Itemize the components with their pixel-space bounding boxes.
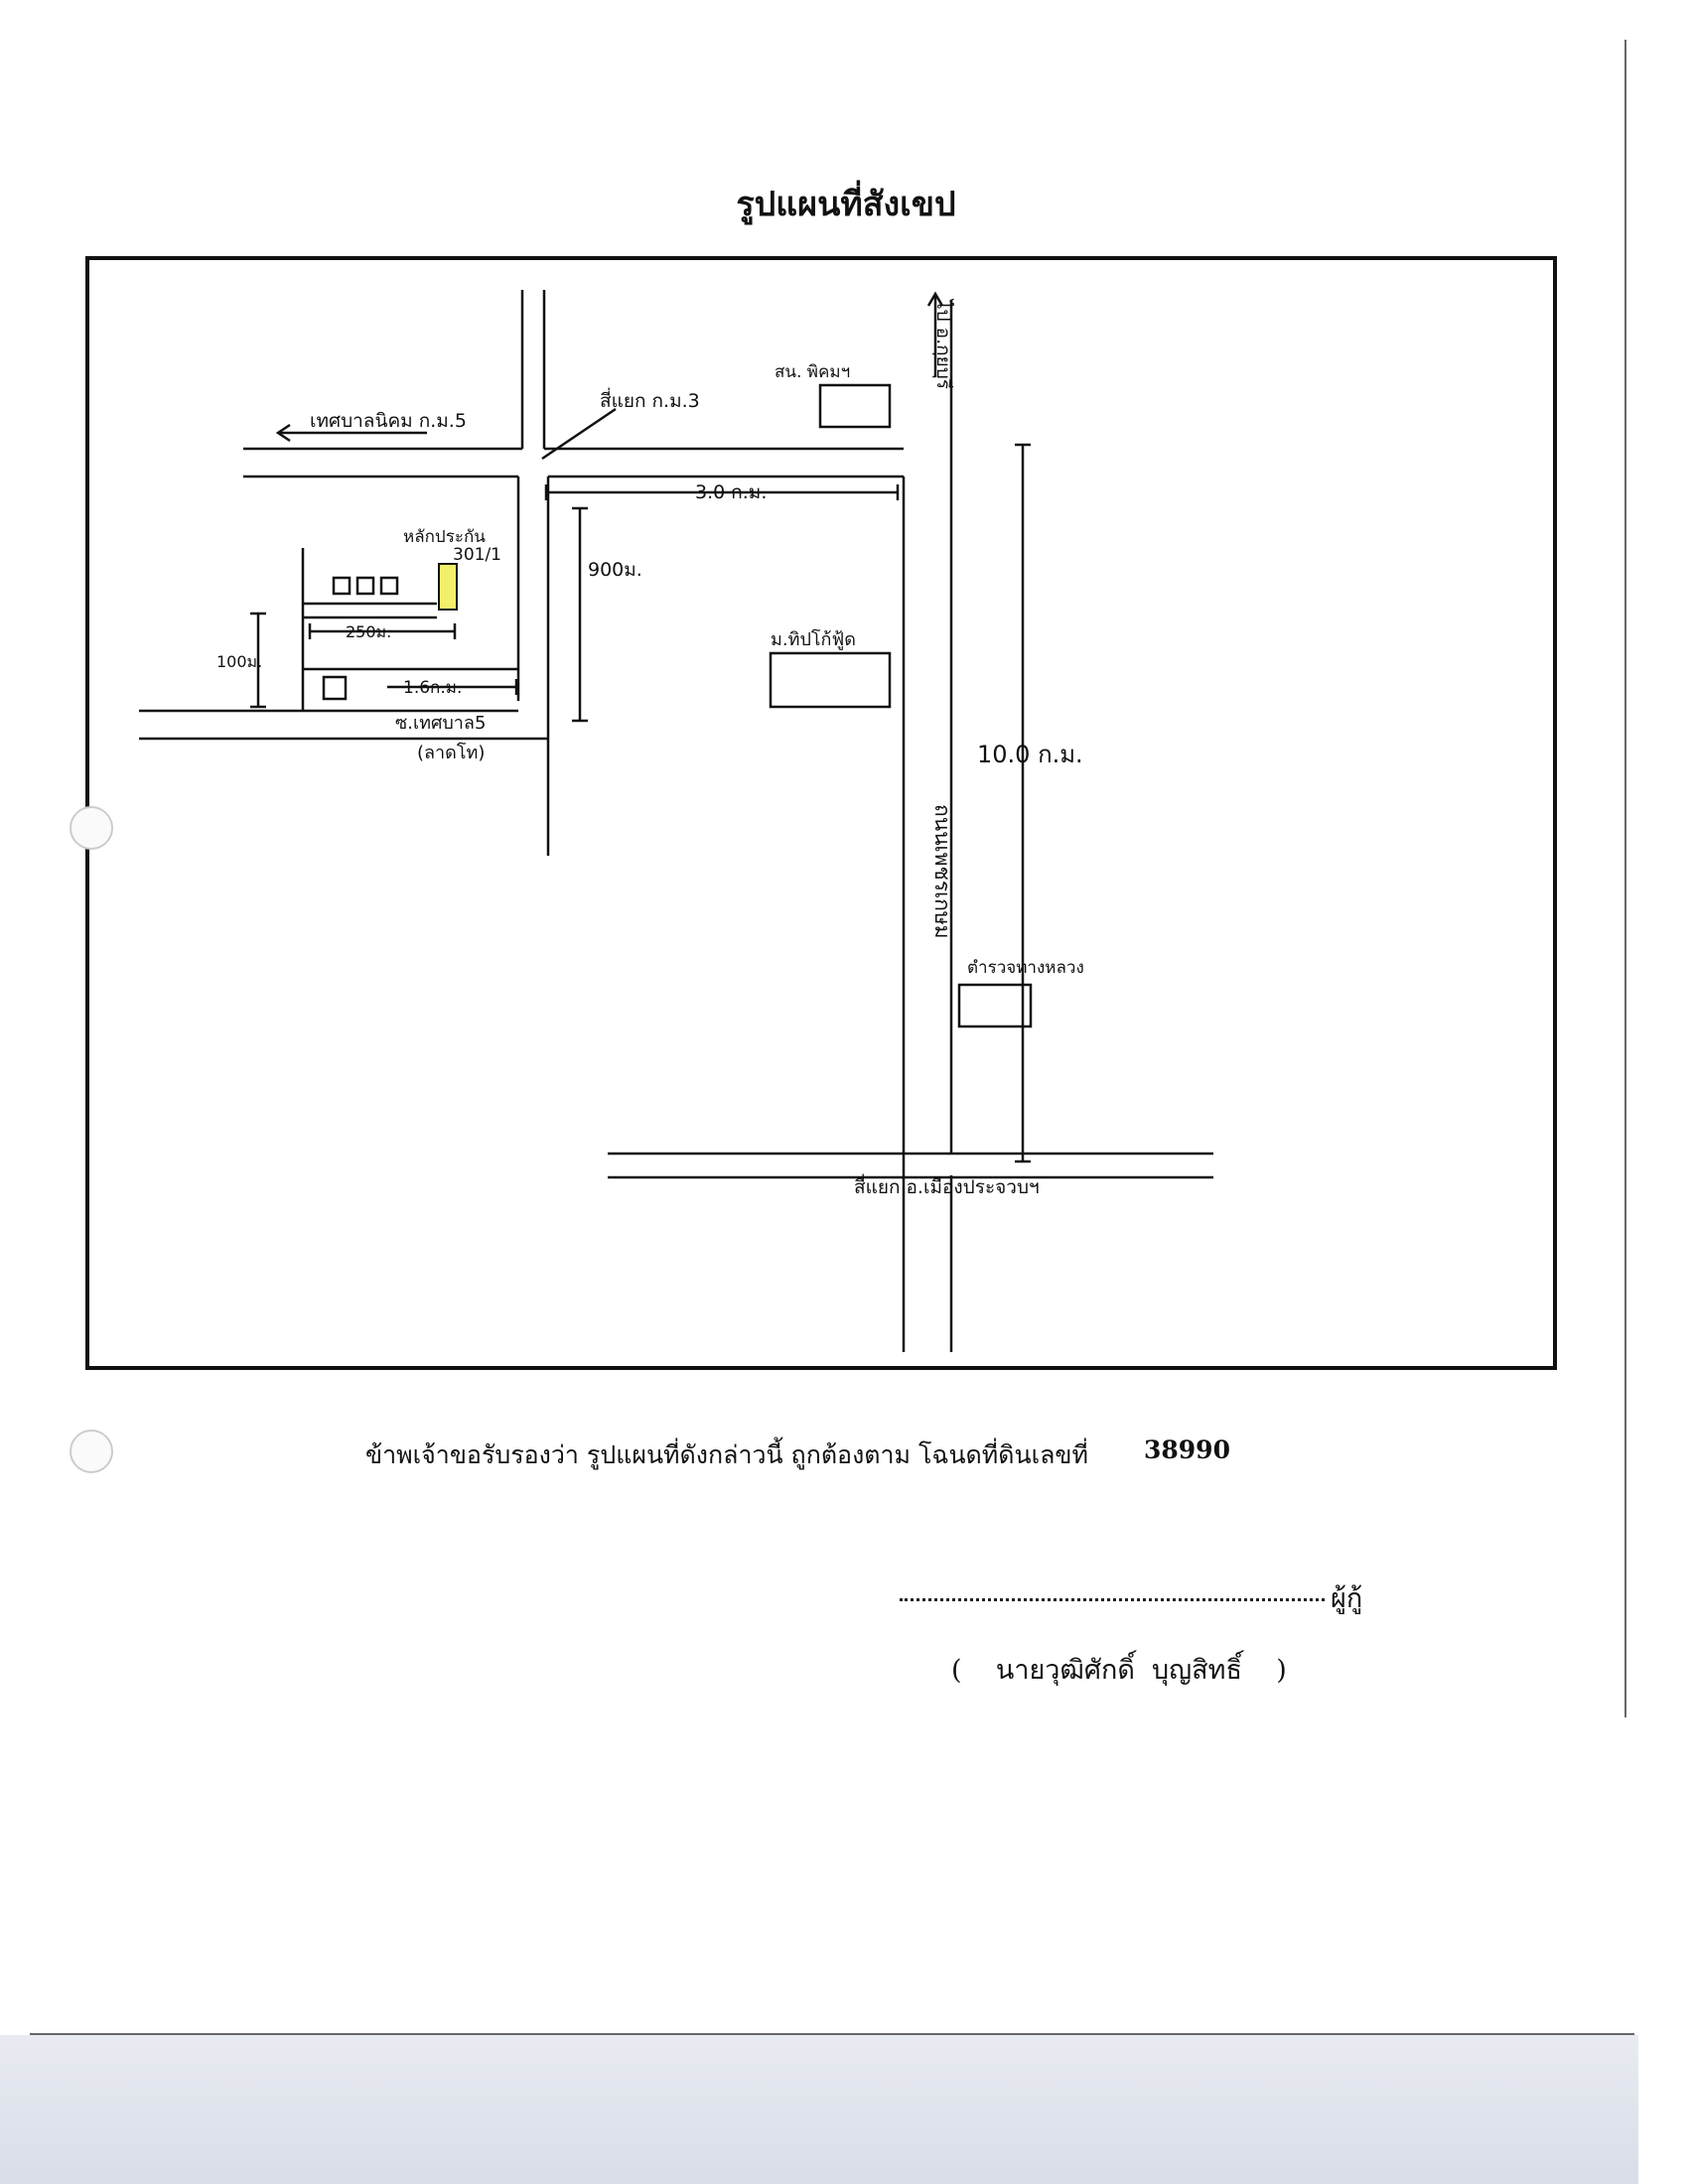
label-dist-1-6km: 1.6ก.ม.	[403, 678, 462, 698]
highlighted-plot	[438, 563, 458, 611]
punch-hole	[70, 1430, 113, 1473]
label-dist-900m: 900ม.	[588, 559, 642, 581]
label-dist-250m: 250ม.	[346, 622, 391, 641]
label-police: ตำรวจทางหลวง	[967, 958, 1084, 978]
label-school: สน. พิคมฯ	[775, 362, 850, 382]
house-icon	[332, 576, 352, 596]
label-main-road: ถนนเพชรเกษม	[930, 804, 954, 939]
deed-number: 38990	[1144, 1435, 1230, 1464]
pointer-line	[541, 407, 617, 461]
house-icon	[379, 576, 399, 596]
scan-shadow	[0, 2035, 1638, 2184]
label-junction-km3: สี่แยก ก.ม.3	[600, 387, 700, 412]
page-edge	[1624, 40, 1626, 1717]
police-building	[957, 983, 1033, 1028]
label-dist-10km: 10.0 ก.ม.	[977, 741, 1083, 768]
house-icon	[322, 675, 348, 701]
page-title: รูปแผนที่สังเขป	[736, 185, 956, 224]
school-building	[818, 383, 892, 429]
page-edge	[30, 2033, 1634, 2035]
signer-name: ( นายวุฒิศักดิ์ บุญสิทธิ์ )	[951, 1655, 1287, 1686]
house-icon	[355, 576, 375, 596]
label-dist-100m: 100ม.	[216, 652, 262, 671]
signature-line	[900, 1598, 1325, 1601]
label-dist-3km: 3.0 ก.ม.	[695, 481, 767, 503]
label-to-kuiburi: ไป อ.กุยบุรี	[931, 298, 954, 389]
label-to-municipality: เทศบาลนิคม ก.ม.5	[310, 410, 467, 432]
village-building	[769, 651, 892, 709]
label-junction-city: สี่แยก อ.เมืองประจวบฯ	[854, 1173, 1040, 1198]
label-landmark-plot: หลักประกัน	[403, 527, 486, 547]
sketch-map: เทศบาลนิคม ก.ม.5 สี่แยก ก.ม.3 สน. พิคมฯ …	[85, 256, 1557, 1370]
map-drawing: เทศบาลนิคม ก.ม.5 สี่แยก ก.ม.3 สน. พิคมฯ …	[139, 290, 1213, 1352]
label-soi-sub: (ลาดโท)	[417, 742, 485, 763]
punch-hole	[70, 806, 113, 850]
certification-text: ข้าพเจ้าขอรับรองว่า รูปแผนที่ดังกล่าวนี้…	[365, 1440, 1089, 1469]
label-village: ม.ทิปโก้ฟู้ด	[771, 628, 856, 650]
label-soi-municipality: ซ.เทศบาล5	[395, 713, 486, 734]
signature-role: ผู้กู้	[1331, 1583, 1363, 1614]
label-plot-number: 301/1	[453, 545, 501, 565]
